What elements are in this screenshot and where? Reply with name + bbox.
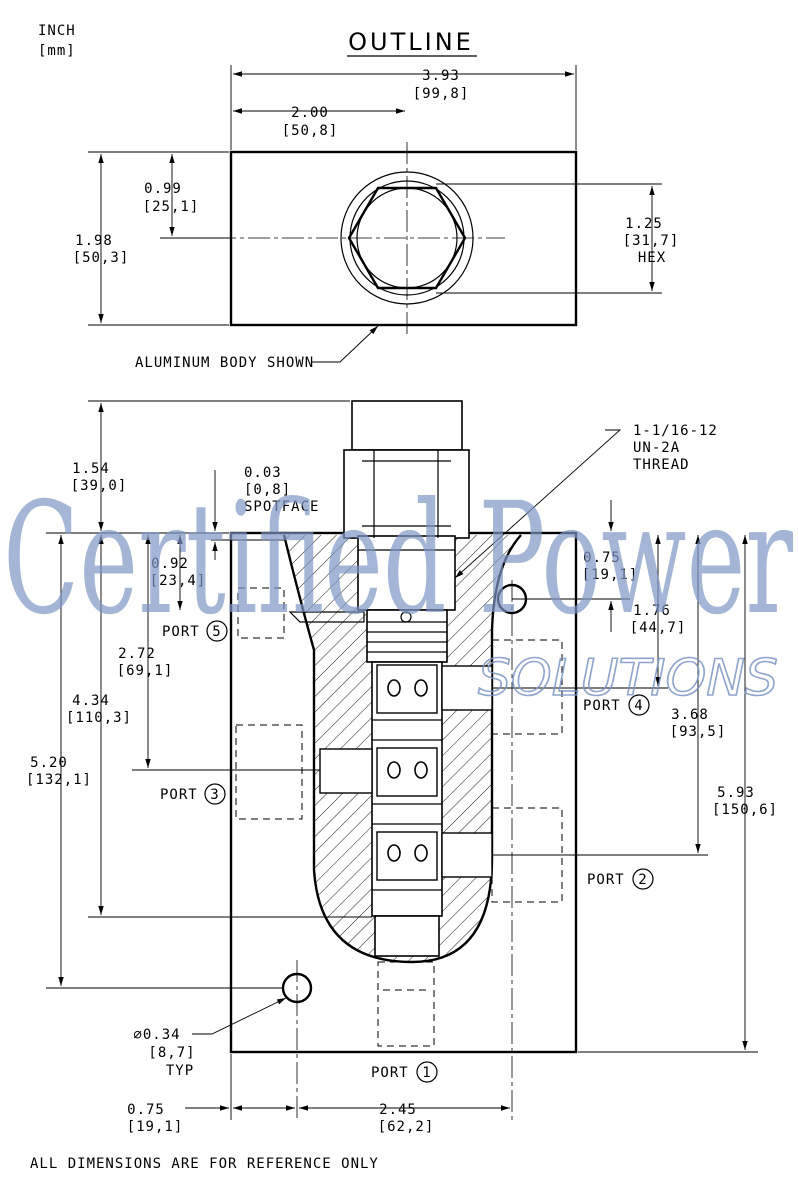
dim-port3-depth-mm: [69,1]: [117, 663, 174, 679]
top-view: [88, 65, 662, 363]
svg-text:5: 5: [212, 624, 221, 640]
port-1-label: PORT 1: [371, 1061, 438, 1083]
dim-hole-dia-inch: ∅0.34: [133, 1027, 180, 1043]
dim-overall-width-inch: 3.93: [422, 68, 460, 84]
dim-spotface-mm: [0,8]: [244, 482, 291, 498]
dim-spotface-inch: 0.03: [244, 465, 282, 481]
svg-text:PORT: PORT: [371, 1065, 409, 1081]
svg-text:PORT: PORT: [162, 624, 200, 640]
dim-center-height-inch: 0.99: [144, 181, 182, 197]
dim-center-offset-inch: 2.00: [291, 105, 329, 121]
dim-center-height-mm: [25,1]: [143, 199, 200, 215]
thread-line1: 1-1/16-12: [633, 423, 718, 439]
dim-mount-hole-height-inch: 5.20: [30, 755, 68, 771]
dim-overall-width-mm: [99,8]: [413, 86, 470, 102]
dim-cavity-depth-mm: [110,3]: [66, 710, 132, 726]
dim-spotface-label: SPOTFACE: [244, 499, 319, 515]
svg-text:2: 2: [638, 872, 647, 888]
body-note: ALUMINUM BODY SHOWN: [135, 355, 314, 371]
units-inch: INCH: [38, 23, 76, 39]
dim-hole-dia-mm: [8,7]: [148, 1045, 195, 1061]
dim-hex-inch: 1.25: [625, 216, 663, 232]
dim-port4-height-mm: [44,7]: [630, 620, 687, 636]
dim-port2-height-mm: [93,5]: [670, 724, 727, 740]
svg-text:PORT: PORT: [160, 787, 198, 803]
watermark-subtitle: SOLUTIONS: [478, 649, 778, 707]
top-view-body: [229, 150, 578, 327]
dim-mount-hole-height-mm: [132,1]: [26, 772, 92, 788]
port-5-label: PORT 5: [162, 620, 228, 642]
svg-text:1: 1: [422, 1065, 431, 1081]
svg-text:3: 3: [210, 787, 219, 803]
svg-text:4: 4: [634, 698, 643, 714]
footnote: ALL DIMENSIONS ARE FOR REFERENCE ONLY: [30, 1156, 379, 1172]
port-2-label: PORT 2: [587, 868, 654, 890]
dim-hole-offset-inch: 0.75: [127, 1102, 165, 1118]
dim-cartridge-height-inch: 1.54: [72, 461, 110, 477]
dim-height-inch: 1.98: [75, 233, 113, 249]
svg-text:PORT: PORT: [583, 698, 621, 714]
hex-nut: [347, 186, 467, 290]
dim-hole-offset-mm: [19,1]: [127, 1119, 184, 1135]
dim-port3-depth-inch: 2.72: [118, 646, 156, 662]
dim-port2-height-inch: 3.68: [671, 707, 709, 723]
thread-line2: UN-2A: [633, 440, 680, 456]
dim-port5-depth-mm: [23,4]: [150, 573, 207, 589]
dim-hex-mm: [31,7]: [623, 233, 680, 249]
dim-cavity-depth-inch: 4.34: [72, 693, 110, 709]
front-view: [46, 400, 758, 1120]
dim-hole-dia-typ: TYP: [166, 1063, 194, 1079]
dim-hole-spacing-mm: [62,2]: [378, 1119, 435, 1135]
dim-top-hole-inch: 0.75: [583, 550, 621, 566]
port-3-label: PORT 3: [160, 783, 226, 805]
cavity-outline: [282, 534, 522, 964]
drawing-title: OUTLINE: [348, 28, 474, 56]
dim-overall-height-mm: [150,6]: [712, 802, 778, 818]
dim-center-offset-mm: [50,8]: [282, 123, 339, 139]
dim-hex-label: HEX: [638, 250, 666, 266]
units-mm: [mm]: [38, 43, 76, 59]
port-4-label: PORT 4: [583, 694, 650, 716]
svg-text:PORT: PORT: [587, 872, 625, 888]
dim-hole-spacing-inch: 2.45: [379, 1102, 417, 1118]
dim-overall-height-inch: 5.93: [717, 785, 755, 801]
dim-top-hole-mm: [19,1]: [582, 567, 639, 583]
thread-line3: THREAD: [633, 457, 690, 473]
dim-height-mm: [50,3]: [73, 250, 130, 266]
dim-port4-height-inch: 1.76: [633, 603, 671, 619]
dim-port5-depth-inch: 0.92: [151, 556, 189, 572]
dim-cartridge-height-mm: [39,0]: [71, 478, 128, 494]
watermark-brand: Certified Power: [3, 470, 793, 649]
